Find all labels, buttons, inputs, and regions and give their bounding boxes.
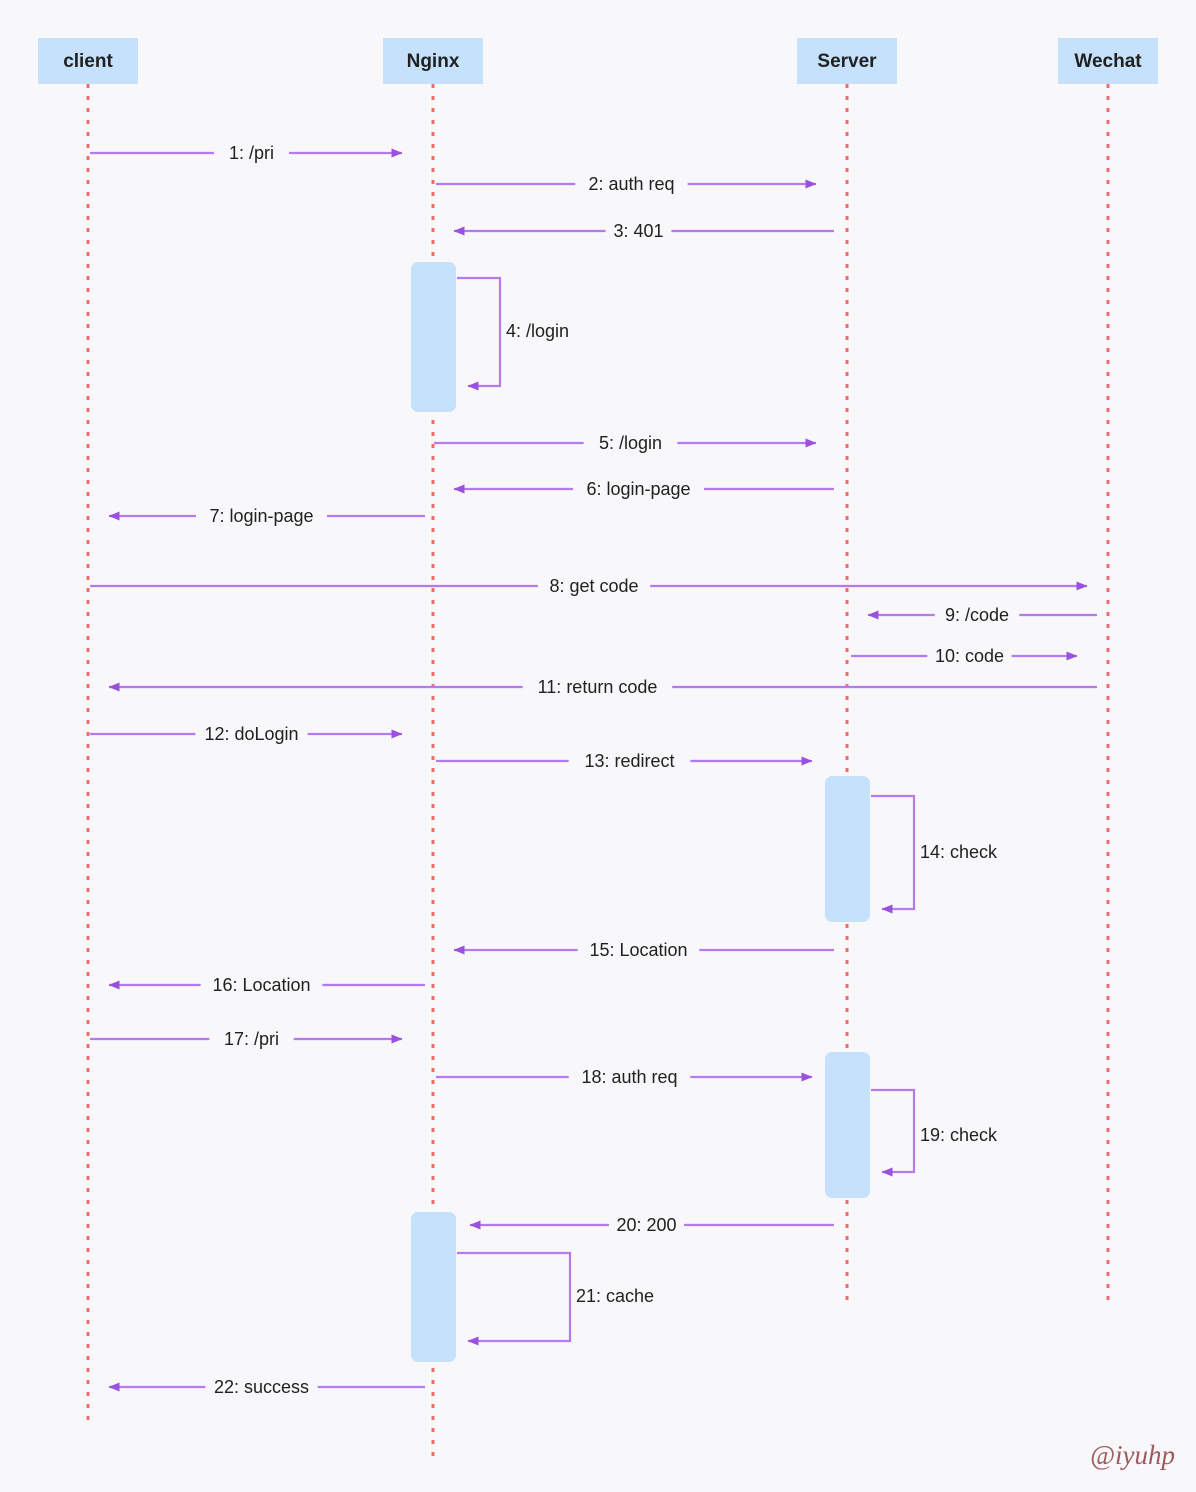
participant-server[interactable]: Server xyxy=(797,38,897,84)
message-label-bg-3 xyxy=(605,218,672,244)
messages-layer: 1: /pri 2: auth req 3: 401 4: /login 5: /log… xyxy=(90,140,1097,1400)
message-label-bg-16 xyxy=(200,972,323,998)
activations-layer xyxy=(411,262,870,1362)
activation-box-server xyxy=(825,1052,870,1198)
message-19[interactable]: 19: check xyxy=(871,1088,1010,1177)
message-label-bg-21 xyxy=(572,1284,666,1310)
participant-box-server xyxy=(797,38,897,84)
message-label-13: 13: redirect xyxy=(584,751,674,771)
participant-label-client: client xyxy=(63,51,113,72)
participant-box-nginx xyxy=(383,38,483,84)
message-5[interactable]: 5: /login xyxy=(434,430,817,456)
participants-layer: client Nginx Server Wechat xyxy=(38,38,1158,84)
message-label-11: 11: return code xyxy=(538,677,658,697)
message-21[interactable]: 21: cache xyxy=(457,1251,666,1346)
message-label-15: 15: Location xyxy=(589,940,687,960)
message-label-bg-17 xyxy=(209,1026,294,1052)
message-label-19: 19: check xyxy=(920,1125,998,1145)
message-label-bg-18 xyxy=(568,1064,691,1090)
message-label-12: 12: doLogin xyxy=(204,724,298,744)
message-label-bg-5 xyxy=(583,430,678,456)
participant-label-wechat: Wechat xyxy=(1074,51,1142,72)
message-6[interactable]: 6: login-page xyxy=(453,476,834,502)
message-label-9: 9: /code xyxy=(945,605,1009,625)
message-label-22: 22: success xyxy=(214,1377,309,1397)
message-label-3: 3: 401 xyxy=(613,221,663,241)
message-self-loop-21 xyxy=(457,1251,572,1346)
message-12[interactable]: 12: doLogin xyxy=(90,721,403,747)
message-label-2: 2: auth req xyxy=(588,174,674,194)
message-1[interactable]: 1: /pri xyxy=(90,140,403,166)
message-label-bg-4 xyxy=(502,319,596,345)
message-label-bg-12 xyxy=(195,721,308,747)
message-11[interactable]: 11: return code xyxy=(108,674,1097,700)
activation-box-nginx xyxy=(411,1212,456,1362)
message-self-loop-14 xyxy=(871,794,916,914)
message-label-bg-9 xyxy=(934,602,1020,628)
message-label-5: 5: /login xyxy=(599,433,662,453)
message-label-16: 16: Location xyxy=(212,975,310,995)
participant-box-client xyxy=(38,38,138,84)
message-label-8: 8: get code xyxy=(549,576,638,596)
message-label-bg-7 xyxy=(196,503,327,529)
message-label-bg-6 xyxy=(573,476,704,502)
message-label-bg-13 xyxy=(568,748,691,774)
message-self-loop-19 xyxy=(871,1088,916,1177)
message-3[interactable]: 3: 401 xyxy=(453,218,834,244)
message-label-20: 20: 200 xyxy=(616,1215,676,1235)
message-label-bg-8 xyxy=(537,573,651,599)
message-9[interactable]: 9: /code xyxy=(867,602,1097,628)
message-18[interactable]: 18: auth req xyxy=(436,1064,813,1090)
message-16[interactable]: 16: Location xyxy=(108,972,425,998)
participant-client[interactable]: client xyxy=(38,38,138,84)
activation-box-server xyxy=(825,776,870,922)
participant-label-server: Server xyxy=(817,51,877,72)
message-label-18: 18: auth req xyxy=(581,1067,677,1087)
message-label-bg-10 xyxy=(927,643,1012,669)
participant-label-nginx: Nginx xyxy=(407,51,460,72)
message-label-bg-20 xyxy=(608,1212,685,1238)
message-label-6: 6: login-page xyxy=(586,479,690,499)
message-22[interactable]: 22: success xyxy=(108,1374,425,1400)
message-2[interactable]: 2: auth req xyxy=(436,171,817,197)
message-label-bg-15 xyxy=(577,937,700,963)
message-8[interactable]: 8: get code xyxy=(90,573,1088,599)
message-label-7: 7: login-page xyxy=(209,506,313,526)
message-label-bg-14 xyxy=(916,840,1010,866)
message-label-14: 14: check xyxy=(920,842,998,862)
message-label-bg-19 xyxy=(916,1123,1010,1149)
message-label-bg-11 xyxy=(522,674,673,700)
watermark-label: @iyuhp xyxy=(1090,1440,1175,1470)
message-14[interactable]: 14: check xyxy=(871,794,1010,914)
message-7[interactable]: 7: login-page xyxy=(108,503,425,529)
message-10[interactable]: 10: code xyxy=(851,643,1078,669)
message-self-loop-4 xyxy=(457,276,502,391)
message-label-10: 10: code xyxy=(935,646,1004,666)
message-20[interactable]: 20: 200 xyxy=(469,1212,834,1238)
message-label-bg-1 xyxy=(213,140,290,166)
participant-nginx[interactable]: Nginx xyxy=(383,38,483,84)
message-4[interactable]: 4: /login xyxy=(457,276,596,391)
message-label-1: 1: /pri xyxy=(229,143,274,163)
message-label-bg-22 xyxy=(205,1374,318,1400)
participant-box-wechat xyxy=(1058,38,1158,84)
message-13[interactable]: 13: redirect xyxy=(436,748,813,774)
message-label-21: 21: cache xyxy=(576,1286,654,1306)
participant-wechat[interactable]: Wechat xyxy=(1058,38,1158,84)
message-label-bg-2 xyxy=(575,171,688,197)
message-label-4: 4: /login xyxy=(506,321,569,341)
message-17[interactable]: 17: /pri xyxy=(90,1026,403,1052)
message-label-17: 17: /pri xyxy=(224,1029,279,1049)
message-15[interactable]: 15: Location xyxy=(453,937,834,963)
activation-box-nginx xyxy=(411,262,456,412)
